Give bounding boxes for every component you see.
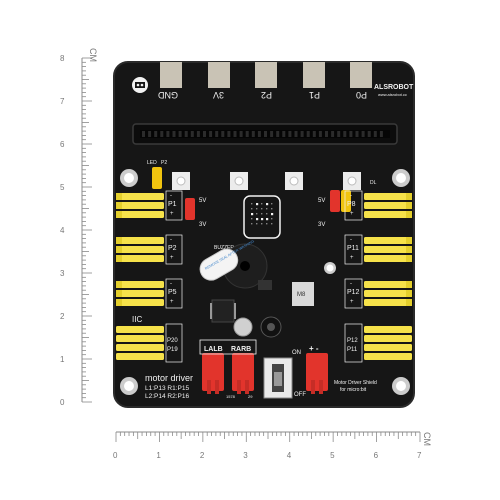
right-iic-pin-label: P11 [347, 347, 358, 353]
footer-line1: Motor Driver Shield [334, 380, 377, 386]
left-servo-header-2[interactable] [116, 237, 164, 262]
left-servo-header-1[interactable] [116, 193, 164, 218]
chip-label: M8 [297, 292, 306, 298]
robot-logo-icon [132, 77, 148, 93]
right-port-label: P11 [347, 245, 359, 252]
right-iic-header[interactable] [364, 326, 412, 360]
edge-pads [160, 62, 372, 88]
polarity-mark: - [170, 193, 172, 199]
polarity-mark: + [170, 299, 174, 305]
pad-label-gnd: GND [158, 90, 179, 100]
ruler-h-label: 2 [200, 451, 205, 460]
ruler-v-label: 6 [60, 140, 65, 149]
right-3v-label: 3V [318, 222, 325, 228]
microbit-edge-connector [132, 123, 398, 145]
ruler-h-label: 7 [417, 451, 422, 460]
vertical-ruler: CM 8 7 6 5 4 3 2 1 0 [60, 48, 98, 407]
ruler-h-label: 3 [243, 451, 248, 460]
dl-label: DL [370, 180, 377, 186]
right-servo-header-2[interactable] [364, 237, 412, 262]
left-servo-header-3[interactable] [116, 281, 164, 306]
motor-connector-left[interactable] [202, 353, 224, 394]
polarity-mark: - [170, 281, 172, 287]
brand-url: www.alsrobot.cc [378, 92, 407, 97]
buzzer-label: BUZZER [214, 245, 234, 251]
ruler-v-label: 0 [60, 398, 65, 407]
power-connector[interactable] [306, 353, 328, 394]
right-port-label: P12 [347, 289, 360, 296]
switch-off-label: OFF [294, 392, 306, 398]
pin-map-line1: L1:P13 R1:P15 [145, 385, 189, 392]
pcb-board: GND 3V P2 P1 P0 ALSROBOT www.alsrobot.cc [113, 61, 415, 408]
ruler-v-label: 4 [60, 226, 65, 235]
left-port-label: P2 [168, 245, 177, 252]
board-title: motor driver [145, 373, 193, 383]
footer-line2: for micro:bit [340, 387, 367, 393]
polarity-mark: + [350, 211, 354, 217]
iic-pin-label: P20 [167, 338, 178, 344]
code-2: 29 [248, 394, 253, 399]
mounting-holes [120, 169, 410, 395]
switch-on-label: ON [292, 350, 301, 356]
ruler-v-label: 8 [60, 54, 65, 63]
right-servo-header-3[interactable] [364, 281, 412, 306]
power-switch[interactable] [263, 357, 293, 399]
polarity-mark: - [170, 237, 172, 243]
ruler-v-label: 3 [60, 269, 65, 278]
pin-map-line2: L2:P14 R2:P16 [145, 393, 189, 400]
iic-header[interactable] [116, 326, 164, 360]
code-1: 1578 [226, 394, 236, 399]
left-port-label: P1 [168, 201, 177, 208]
ruler-v-label: 2 [60, 312, 65, 321]
polarity-mark: - [350, 193, 352, 199]
pad-label-p0: P0 [356, 90, 367, 100]
right-port-label: P8 [347, 201, 356, 208]
left-power-jumper[interactable] [152, 167, 195, 220]
ruler-h-label: 1 [156, 451, 161, 460]
rgb-leds [172, 172, 361, 190]
ruler-v-label: 1 [60, 355, 65, 364]
left-3v-label: 3V [199, 222, 206, 228]
power-polarity: + - [309, 344, 319, 353]
ruler-v-label: 7 [60, 97, 65, 106]
ruler-h-label: 4 [287, 451, 292, 460]
right-servo-header-1[interactable] [364, 193, 412, 218]
iic-pin-label: P19 [167, 347, 178, 353]
left-5v-label: 5V [199, 198, 206, 204]
iic-label: IIC [132, 315, 142, 324]
brand-name: ALSROBOT [374, 84, 414, 91]
right-iic-pin-label: P12 [347, 338, 358, 344]
polarity-mark: + [350, 255, 354, 261]
led-label: LED [147, 160, 157, 166]
ruler-unit-label-h: CM [422, 432, 432, 446]
components [210, 280, 314, 338]
pad-label-3v: 3V [213, 90, 224, 100]
ruler-v-label: 5 [60, 183, 65, 192]
ruler-h-label: 6 [374, 451, 379, 460]
right-5v-label: 5V [318, 198, 325, 204]
polarity-mark: - [350, 281, 352, 287]
polarity-mark: - [350, 237, 352, 243]
ruler-h-label: 0 [113, 451, 118, 460]
microbit-logo-icon [243, 195, 281, 239]
polarity-mark: + [170, 255, 174, 261]
motor-connector-right[interactable] [232, 353, 254, 394]
polarity-mark: + [350, 299, 354, 305]
motor-label-left: LALB [204, 346, 223, 353]
pad-label-p1: P1 [309, 90, 320, 100]
ruler-unit-label: CM [88, 48, 98, 62]
led-pin-label: P2 [161, 160, 167, 166]
horizontal-ruler: CM 0 1 2 3 4 5 6 7 [113, 431, 432, 460]
pad-label-p2: P2 [261, 90, 272, 100]
left-port-label: P5 [168, 289, 177, 296]
right-power-jumper[interactable] [330, 190, 351, 212]
polarity-mark: + [170, 211, 174, 217]
motor-label-right: RARB [231, 346, 251, 353]
ruler-h-label: 5 [330, 451, 335, 460]
